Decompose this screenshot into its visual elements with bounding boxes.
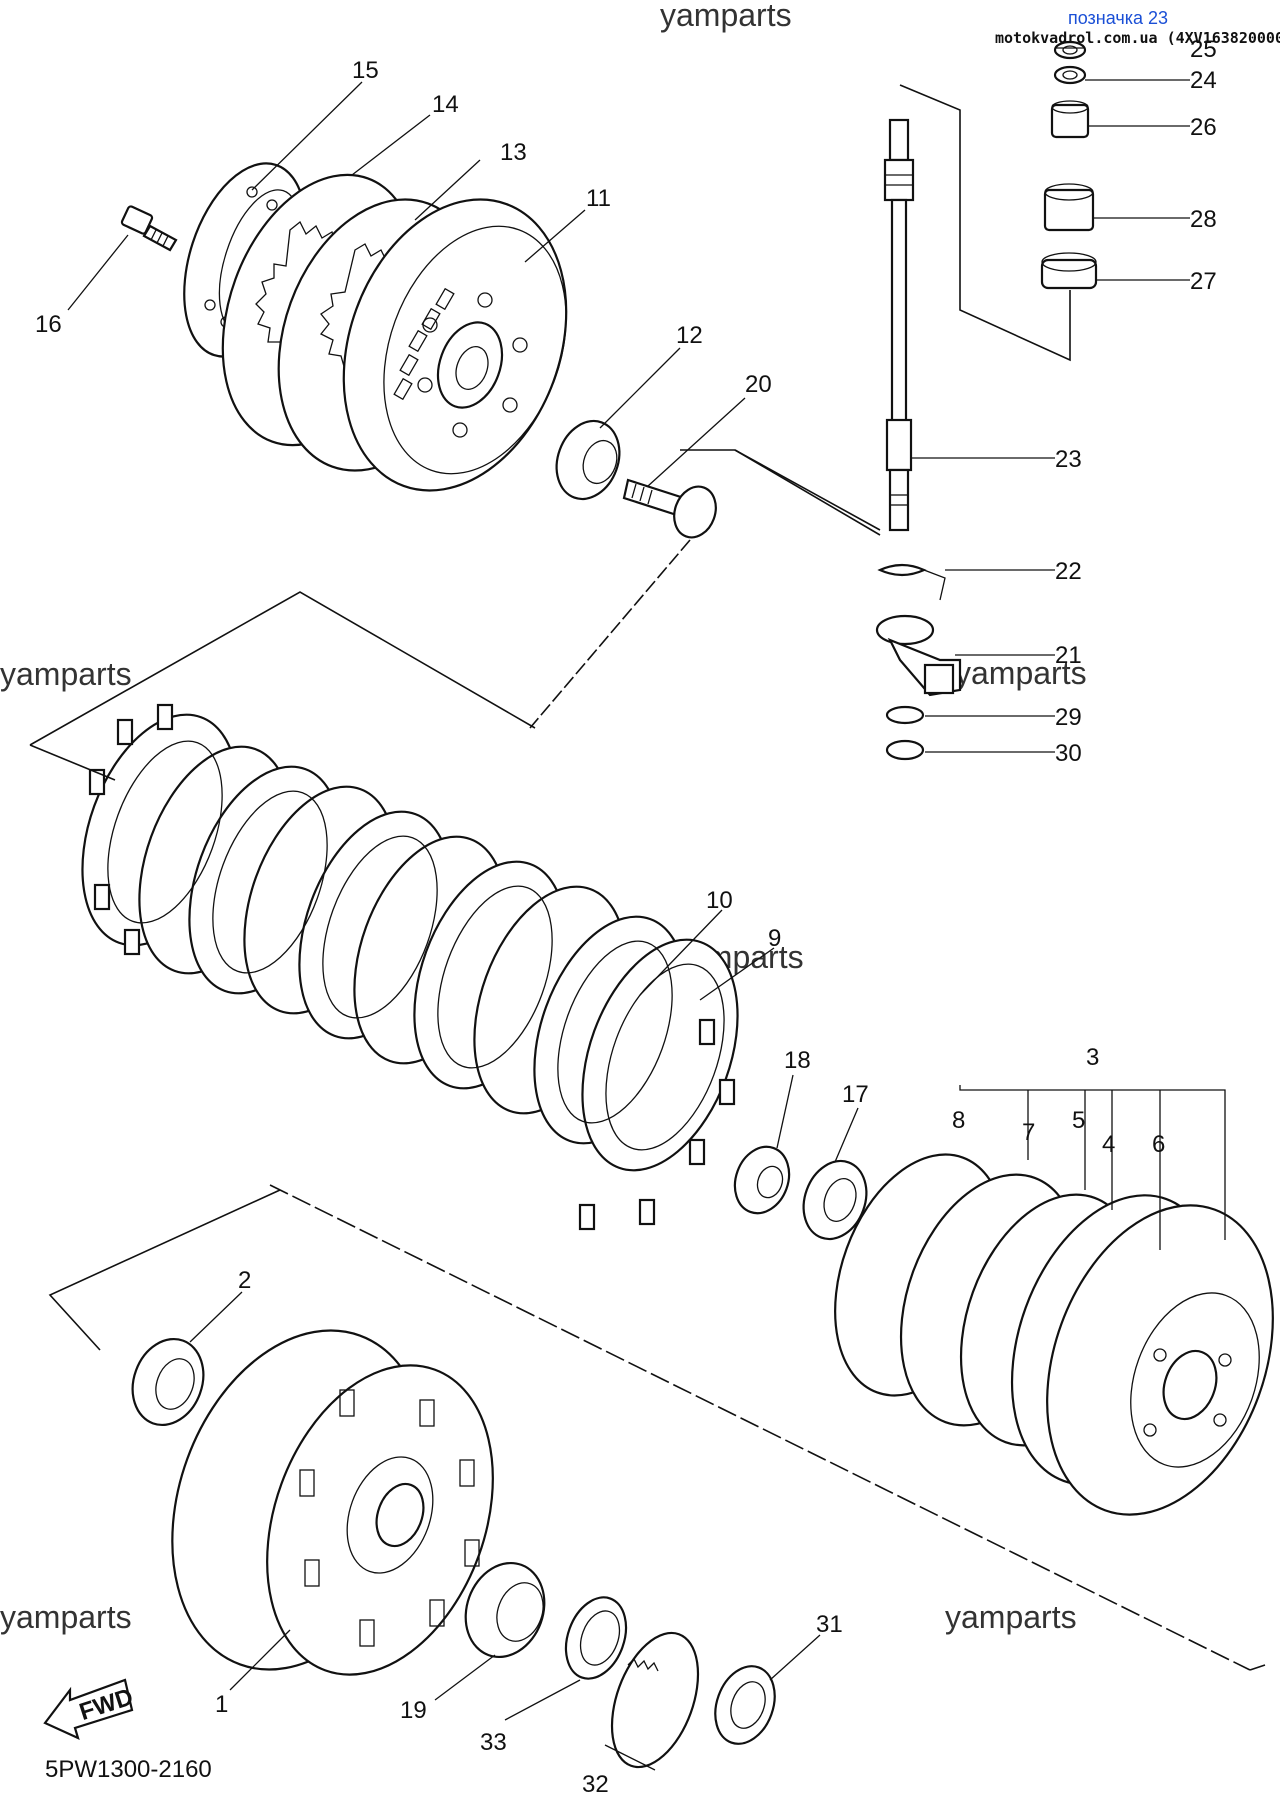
callout-24: 24	[1190, 67, 1217, 94]
reference-source: motokvadrol.com.ua (4XV163820000)	[995, 29, 1280, 47]
callout-12: 12	[676, 322, 703, 349]
diagram-code: 5PW1300-2160	[45, 1756, 212, 1783]
callout-20: 20	[745, 371, 772, 398]
part-24-washer	[1053, 65, 1087, 85]
callout-28: 28	[1190, 206, 1217, 233]
watermark: yamparts	[660, 0, 792, 33]
callout-3: 3	[1086, 1044, 1099, 1071]
part-23-shaft	[883, 118, 915, 532]
part-26-bearing	[1050, 100, 1090, 139]
part-20-pushrod	[622, 478, 717, 539]
callout-25: 25	[1190, 36, 1217, 63]
callout-1: 1	[215, 1691, 228, 1718]
callout-5: 5	[1072, 1107, 1085, 1134]
part-25-washer	[1053, 40, 1087, 60]
part-19-needle-bearing	[464, 1561, 546, 1659]
callout-15: 15	[352, 57, 379, 84]
callout-22: 22	[1055, 558, 1082, 585]
part-22-spring	[877, 563, 946, 601]
callout-16: 16	[35, 311, 62, 338]
part-2-seal	[131, 1337, 205, 1427]
callout-6: 6	[1152, 1131, 1165, 1158]
callout-7: 7	[1022, 1119, 1035, 1146]
callout-19: 19	[400, 1697, 427, 1724]
callout-27: 27	[1190, 268, 1217, 295]
callout-18: 18	[784, 1047, 811, 1074]
callout-29: 29	[1055, 704, 1082, 731]
part-3-clutch-boss-assembly	[834, 1153, 1274, 1516]
part-27-seal	[1040, 252, 1098, 290]
part-18-bearing	[733, 1145, 791, 1215]
fwd-label: FWD	[76, 1683, 136, 1726]
callout-26: 26	[1190, 114, 1217, 141]
part-29-washer	[885, 705, 925, 725]
callout-30: 30	[1055, 740, 1082, 767]
part-11-pressure-plate	[342, 198, 568, 492]
watermark: yamparts	[945, 1599, 1077, 1635]
callout-13: 13	[500, 139, 527, 166]
callout-8: 8	[952, 1107, 965, 1134]
callout-17: 17	[842, 1081, 869, 1108]
watermark: yamparts	[0, 656, 132, 692]
callout-10: 10	[706, 887, 733, 914]
part-32-gear	[610, 1631, 700, 1769]
part-33-spacer	[564, 1596, 628, 1680]
callout-9: 9	[768, 925, 781, 952]
reference-title: позначка 23	[1068, 8, 1168, 28]
part-16-bolt	[120, 205, 178, 252]
part-31-washer	[714, 1665, 776, 1745]
fwd-arrow-icon: FWD	[43, 1678, 136, 1741]
part-30-circlip	[885, 739, 925, 761]
callout-11: 11	[586, 185, 611, 212]
callout-33: 33	[480, 1729, 507, 1756]
callout-21: 21	[1055, 642, 1082, 669]
callout-14: 14	[432, 91, 459, 118]
part-28-bearing	[1043, 183, 1095, 232]
callout-32: 32	[582, 1771, 609, 1798]
watermark: yamparts	[0, 1599, 132, 1635]
callout-31: 31	[816, 1611, 843, 1638]
part-21-lever	[875, 614, 962, 697]
watermark: yamparts	[955, 655, 1087, 691]
part-12-bearing	[555, 419, 621, 501]
part-17-lock-washer	[802, 1159, 868, 1241]
callout-2: 2	[238, 1267, 251, 1294]
callout-23: 23	[1055, 446, 1082, 473]
part-9-10-clutch-plates	[81, 703, 739, 1231]
part-1-clutch-housing	[171, 1329, 494, 1676]
callout-4: 4	[1102, 1131, 1115, 1158]
